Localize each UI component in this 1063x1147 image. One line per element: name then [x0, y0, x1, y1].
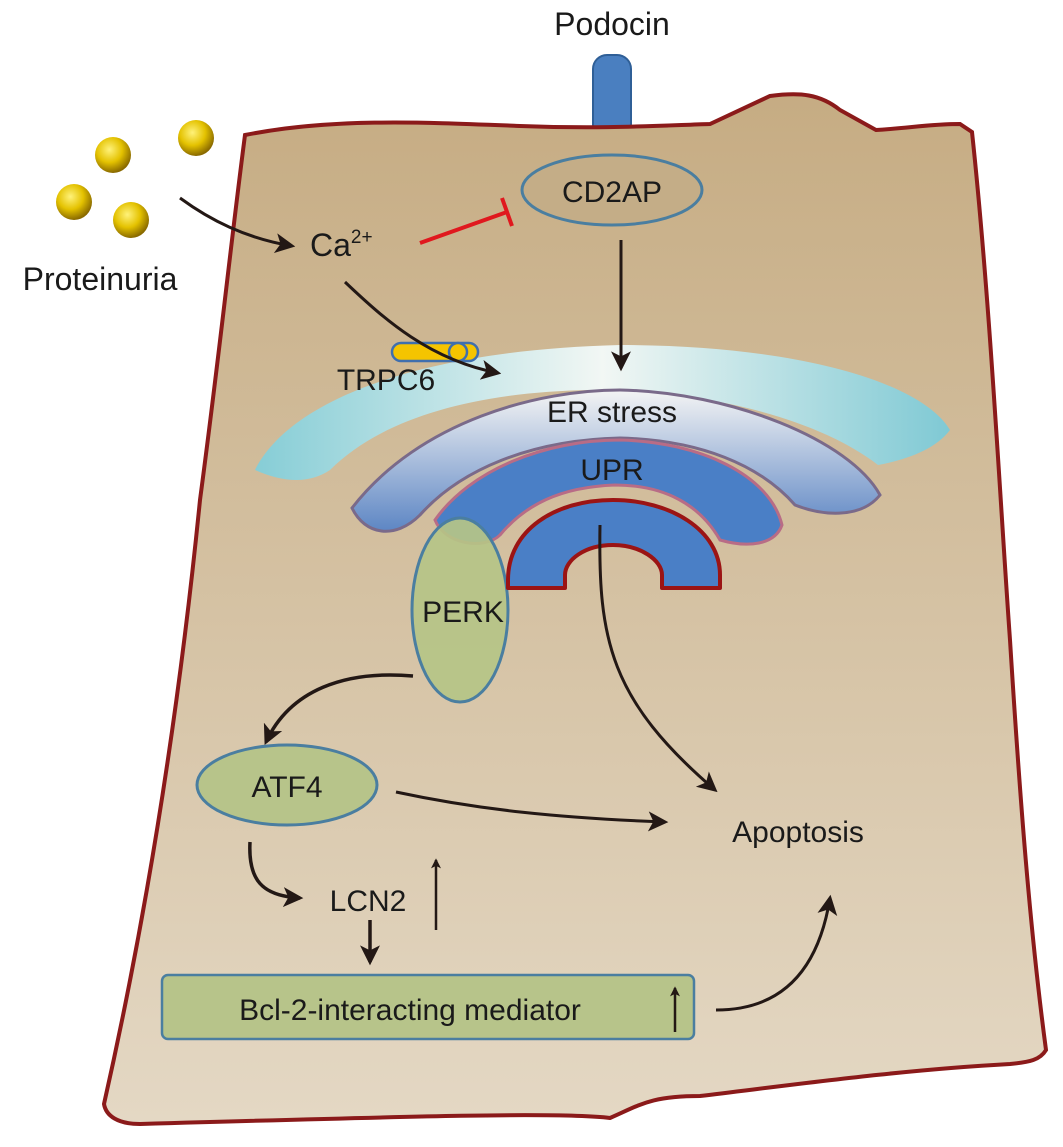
- trpc6-channel: [390, 341, 480, 363]
- protein-particle-3: [56, 184, 92, 220]
- atf4-node: [195, 743, 379, 827]
- calcium-superscript: 2+: [351, 227, 373, 248]
- er-outer-membrane: [255, 345, 950, 480]
- bim-label: Bcl-2-interacting mediator: [239, 994, 581, 1027]
- proteinuria-label: Proteinuria: [23, 261, 178, 297]
- calcium-label: Ca2+: [310, 227, 373, 263]
- er-stress-label: ER stress: [547, 396, 677, 429]
- er-middle-membrane: [350, 388, 882, 533]
- arrow-bim-to-apoptosis: [715, 894, 838, 1012]
- lcn2-label: LCN2: [330, 885, 407, 918]
- arrow-perk-to-atf4: [263, 673, 414, 746]
- arrow-atf4-to-apoptosis: [395, 790, 669, 832]
- podocyte-cell-body: [101, 92, 1049, 1127]
- er-core: [506, 498, 722, 590]
- protein-particle-4: [113, 202, 149, 238]
- bim-box: [160, 973, 696, 1041]
- cd2ap-label: CD2AP: [562, 176, 662, 209]
- upr-label: UPR: [580, 454, 643, 487]
- inhibition-calcium-cd2ap: [419, 197, 514, 245]
- arrow-upr-to-apoptosis: [598, 524, 718, 793]
- arrow-proteinuria-to-calcium: [179, 196, 296, 254]
- calcium-base: Ca: [310, 227, 351, 263]
- perk-label: PERK: [422, 596, 504, 629]
- cd2ap-node: [520, 153, 704, 227]
- arrow-atf4-to-lcn2: [248, 841, 304, 908]
- atf4-label: ATF4: [251, 771, 322, 804]
- protein-particle-1: [95, 137, 131, 173]
- perk-node: [410, 516, 510, 704]
- apoptosis-label: Apoptosis: [732, 816, 864, 849]
- arrow-calcium-to-er-stress: [343, 280, 502, 380]
- podocin-label: Podocin: [554, 6, 670, 42]
- trpc6-label: TRPC6: [337, 364, 435, 397]
- protein-particle-2: [178, 120, 214, 156]
- er-inner-membrane: [433, 438, 784, 546]
